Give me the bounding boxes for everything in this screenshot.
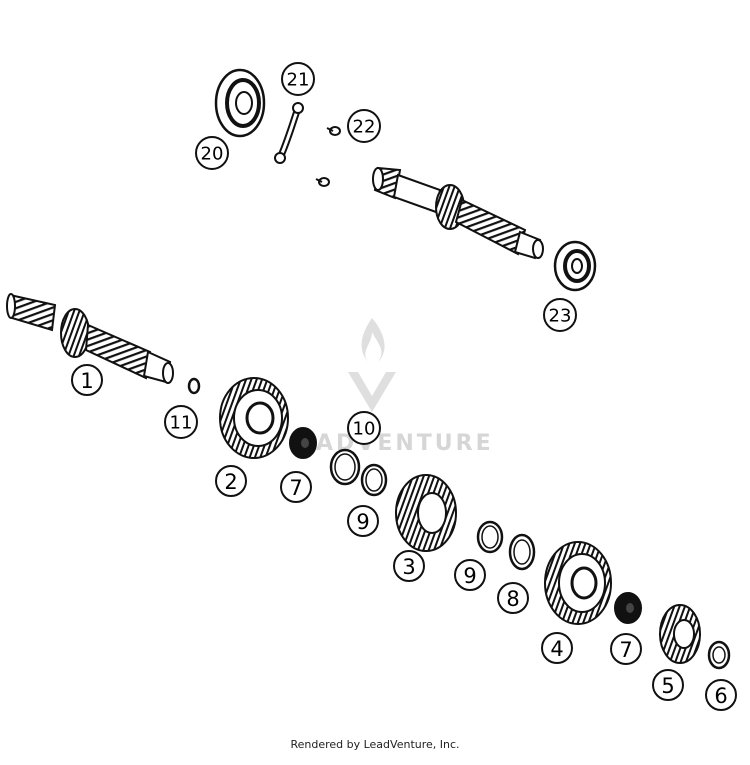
svg-text:5: 5 [661,674,674,698]
callout-7-a: 7 [280,471,312,503]
gear-3 [395,474,457,552]
callout-1: 1 [71,364,103,396]
bearing-23 [553,240,597,292]
callout-10: 10 [347,411,381,445]
svg-text:23: 23 [549,306,572,327]
svg-text:4: 4 [550,637,563,661]
washer-9-b [476,520,504,554]
credit-text: Rendered by LeadVenture, Inc. [290,738,460,751]
svg-text:11: 11 [170,413,193,434]
svg-text:9: 9 [463,564,476,588]
callout-5: 5 [652,669,684,701]
callout-8: 8 [497,582,529,614]
washer-11 [187,377,201,395]
callout-7-b: 7 [610,633,642,665]
needle-bearing-7-a [289,427,317,459]
callout-22: 22 [347,109,381,143]
svg-text:10: 10 [353,419,376,440]
screw-22-b [315,177,330,187]
svg-text:7: 7 [289,476,302,500]
callout-4: 4 [541,632,573,664]
screw-22-a [326,126,341,136]
svg-text:3: 3 [402,555,415,579]
svg-text:8: 8 [506,587,519,611]
svg-text:7: 7 [619,638,632,662]
callout-2: 2 [215,465,247,497]
needle-bearing-7-b [614,592,642,624]
svg-text:9: 9 [356,510,369,534]
retaining-plate-21 [274,102,304,164]
countershaft [372,166,544,260]
svg-text:1: 1 [80,369,93,393]
washer-8 [508,533,536,571]
callout-3: 3 [393,550,425,582]
washer-9-a [360,463,388,497]
svg-text:2: 2 [224,470,237,494]
bearing-20 [214,68,266,138]
callout-23: 23 [543,298,577,332]
washer-10 [329,448,361,486]
callout-9-b: 9 [454,559,486,591]
svg-text:6: 6 [714,684,727,708]
gear-2 [219,377,289,459]
callout-20: 20 [195,136,229,170]
gear-4 [544,541,612,625]
gear-5 [659,604,701,664]
callout-21: 21 [281,62,315,96]
watermark-logo [348,318,396,412]
svg-text:21: 21 [287,70,310,91]
washer-6 [707,640,731,670]
callout-6: 6 [705,679,737,711]
svg-text:22: 22 [353,117,376,138]
svg-text:20: 20 [201,144,224,165]
main-shaft-1 [6,293,174,384]
callout-11: 11 [164,405,198,439]
callout-9-a: 9 [347,505,379,537]
